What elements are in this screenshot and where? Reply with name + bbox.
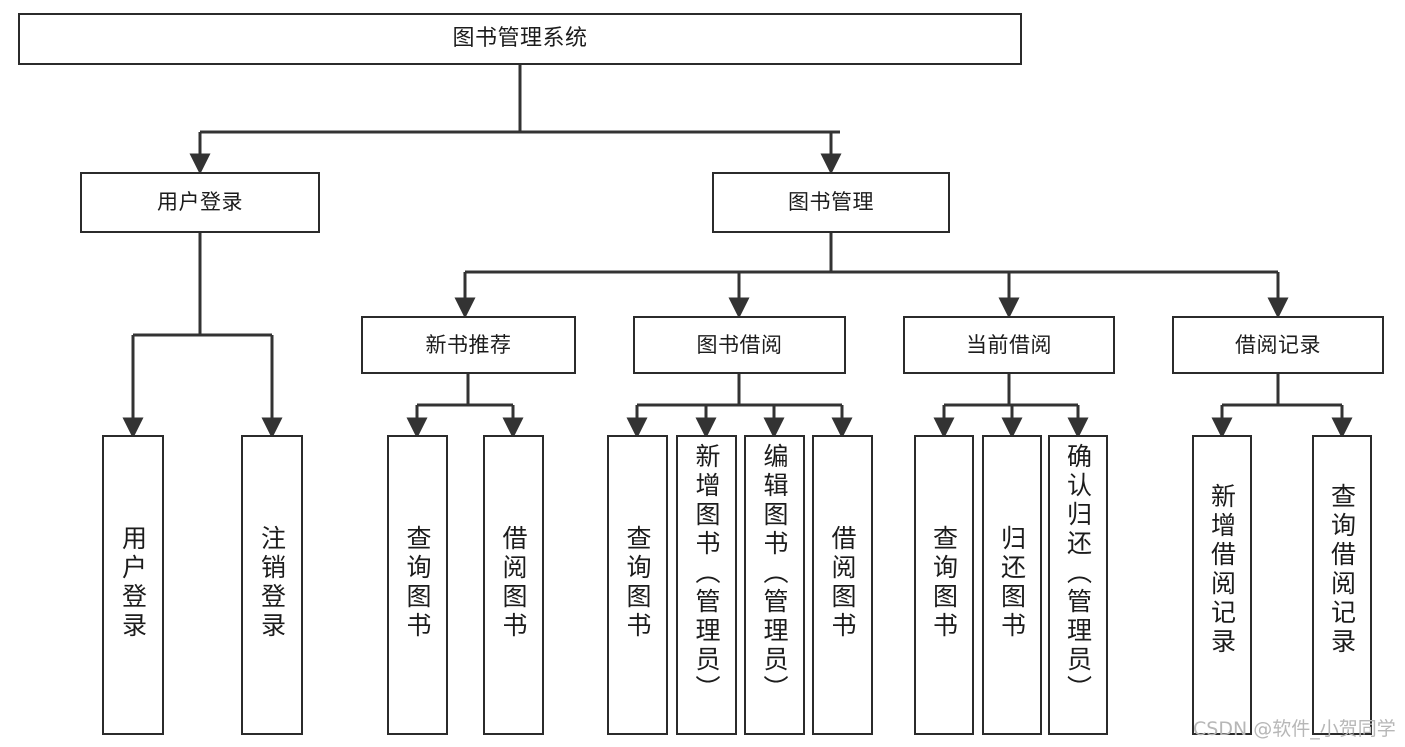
node-borrow-record-label: 借阅记录 bbox=[1235, 332, 1321, 357]
node-root-label: 图书管理系统 bbox=[452, 26, 588, 52]
node-leaf-query-book-1[interactable]: 查询图书 bbox=[387, 435, 448, 735]
node-leaf-add-book[interactable]: 新增图书（管理员） bbox=[676, 435, 737, 735]
node-book-borrow-label: 图书借阅 bbox=[696, 332, 783, 357]
node-new-book-recommend[interactable]: 新书推荐 bbox=[361, 316, 576, 374]
node-leaf-user-login[interactable]: 用户登录 bbox=[102, 435, 164, 735]
node-new-book-recommend-label: 新书推荐 bbox=[425, 332, 512, 357]
node-leaf-add-book-label: 新增图书（管理员） bbox=[692, 443, 721, 704]
node-book-manage-label: 图书管理 bbox=[788, 190, 874, 215]
node-root[interactable]: 图书管理系统 bbox=[18, 13, 1022, 65]
node-book-manage[interactable]: 图书管理 bbox=[712, 172, 950, 233]
node-leaf-user-login-label: 用户登录 bbox=[118, 525, 148, 641]
node-leaf-confirm-return-label: 确认归还（管理员） bbox=[1063, 443, 1093, 704]
node-leaf-add-record-label: 新增借阅记录 bbox=[1207, 483, 1237, 657]
node-leaf-query-book-2[interactable]: 查询图书 bbox=[607, 435, 668, 735]
watermark: CSDN @软件_小贺同学 bbox=[1193, 718, 1396, 740]
node-leaf-return-book[interactable]: 归还图书 bbox=[982, 435, 1042, 735]
node-leaf-user-logout-label: 注销登录 bbox=[257, 525, 287, 641]
node-borrow-record[interactable]: 借阅记录 bbox=[1172, 316, 1384, 374]
node-leaf-query-book-3[interactable]: 查询图书 bbox=[914, 435, 974, 735]
node-leaf-edit-book[interactable]: 编辑图书（管理员） bbox=[744, 435, 805, 735]
node-current-borrow-label: 当前借阅 bbox=[966, 332, 1052, 357]
node-leaf-query-record-label: 查询借阅记录 bbox=[1327, 483, 1357, 657]
node-user-login-label: 用户登录 bbox=[157, 190, 243, 215]
node-leaf-user-logout[interactable]: 注销登录 bbox=[241, 435, 303, 735]
node-user-login[interactable]: 用户登录 bbox=[80, 172, 320, 233]
node-leaf-borrow-book-1[interactable]: 借阅图书 bbox=[483, 435, 544, 735]
node-leaf-return-book-label: 归还图书 bbox=[997, 525, 1027, 641]
node-leaf-add-record[interactable]: 新增借阅记录 bbox=[1192, 435, 1252, 735]
node-leaf-borrow-book-1-label: 借阅图书 bbox=[499, 525, 528, 641]
node-current-borrow[interactable]: 当前借阅 bbox=[903, 316, 1115, 374]
node-leaf-query-book-2-label: 查询图书 bbox=[623, 525, 652, 641]
node-leaf-query-book-1-label: 查询图书 bbox=[403, 525, 432, 641]
node-leaf-borrow-book-2-label: 借阅图书 bbox=[828, 525, 857, 641]
node-leaf-confirm-return[interactable]: 确认归还（管理员） bbox=[1048, 435, 1108, 735]
node-leaf-borrow-book-2[interactable]: 借阅图书 bbox=[812, 435, 873, 735]
node-leaf-query-record[interactable]: 查询借阅记录 bbox=[1312, 435, 1372, 735]
node-leaf-query-book-3-label: 查询图书 bbox=[929, 525, 959, 641]
node-book-borrow[interactable]: 图书借阅 bbox=[633, 316, 846, 374]
node-leaf-edit-book-label: 编辑图书（管理员） bbox=[760, 443, 789, 704]
